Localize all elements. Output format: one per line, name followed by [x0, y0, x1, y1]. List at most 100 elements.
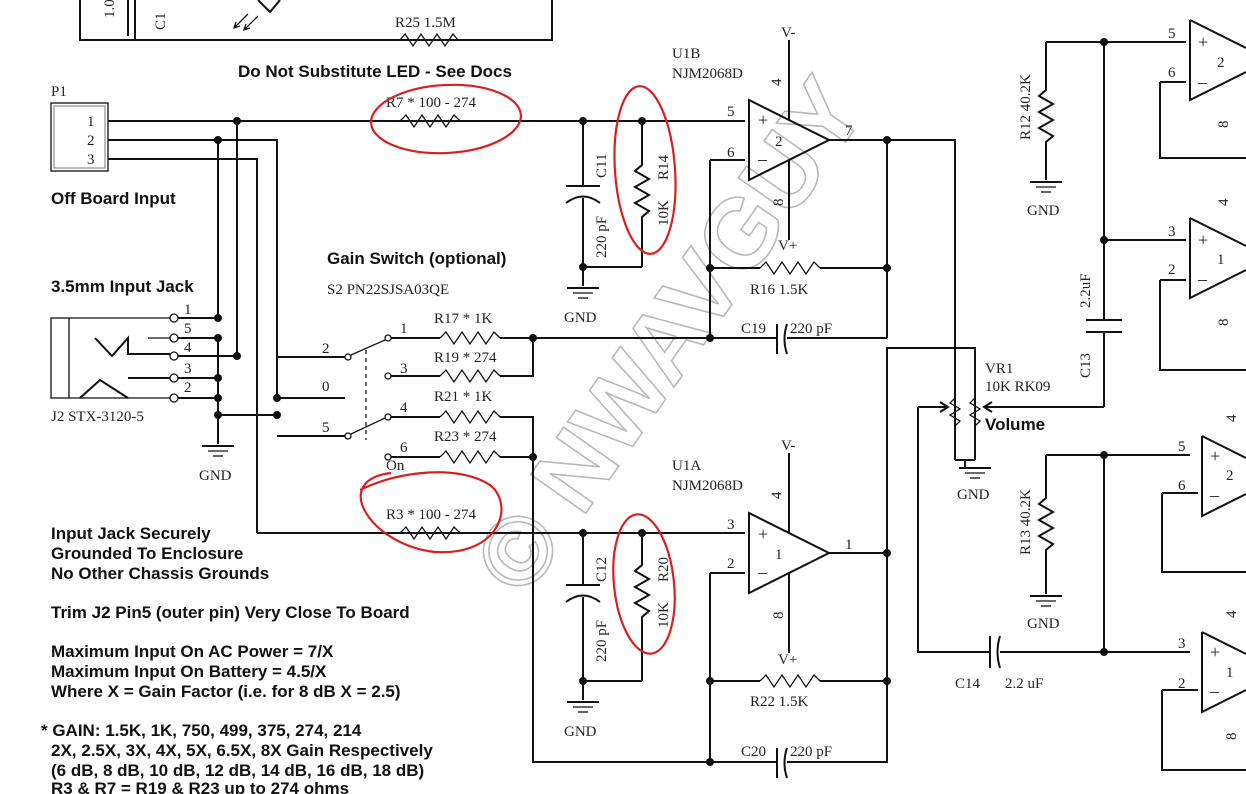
r25-label: R25 1.5M	[395, 15, 456, 31]
svg-text:5: 5	[322, 420, 330, 436]
u1b-opamp: U1B NJM2068D + – 2 5 6 7 V- 4 V+ 8	[672, 25, 853, 254]
gain-switch-note: Gain Switch (optional)	[327, 249, 506, 268]
svg-text:4: 4	[769, 78, 785, 86]
svg-text:2: 2	[727, 556, 735, 572]
svg-text:4: 4	[1224, 414, 1240, 422]
vr1-volume-pot: GND VR1 10K RK09 Volume	[918, 361, 1104, 503]
off-board-note: Off Board Input	[51, 189, 176, 208]
svg-text:3: 3	[1178, 636, 1186, 652]
r20-highlight	[612, 513, 676, 655]
svg-text:4: 4	[400, 400, 408, 416]
svg-text:R20: R20	[656, 557, 672, 582]
svg-text:3: 3	[400, 361, 408, 377]
svg-text:6: 6	[400, 440, 408, 456]
svg-text:–: –	[1197, 269, 1208, 289]
svg-text:2.2uF: 2.2uF	[1078, 273, 1094, 308]
svg-text:6: 6	[1168, 65, 1176, 81]
svg-text:8: 8	[771, 199, 787, 207]
svg-text:GND: GND	[1027, 203, 1060, 219]
r16-label: R16 1.5K	[750, 282, 809, 298]
svg-text:2.2 uF: 2.2 uF	[1005, 676, 1043, 692]
j2-label: J2 STX-3120-5	[51, 409, 144, 425]
svg-text:C14: C14	[955, 676, 981, 692]
svg-text:10K RK09: 10K RK09	[985, 379, 1050, 395]
c11-label: C11	[594, 154, 610, 178]
p1-pin-2: 2	[87, 133, 95, 149]
svg-text:U1A: U1A	[672, 458, 701, 474]
led-note: Do Not Substitute LED - See Docs	[238, 62, 512, 81]
svg-text:3: 3	[727, 517, 735, 533]
svg-text:8: 8	[771, 612, 787, 620]
svg-text:8: 8	[1216, 121, 1232, 129]
svg-text:–: –	[757, 562, 768, 582]
notes-block: Input Jack Securely Grounded To Enclosur…	[41, 524, 433, 794]
svg-text:4: 4	[1216, 198, 1232, 206]
u1b-label: U1B	[672, 46, 700, 62]
svg-text:6: 6	[1178, 478, 1186, 494]
svg-text:–: –	[1209, 485, 1220, 505]
svg-text:R23 * 274: R23 * 274	[434, 429, 497, 445]
svg-text:No Other Chassis Grounds: No Other Chassis Grounds	[51, 564, 269, 583]
svg-text:+: +	[758, 524, 768, 544]
svg-text:Where X = Gain Factor (i.e. fo: Where X = Gain Factor (i.e. for 8 dB X =…	[51, 682, 401, 701]
svg-text:220 pF: 220 pF	[594, 620, 610, 662]
svg-text:+: +	[1210, 642, 1220, 662]
svg-text:4: 4	[769, 491, 785, 499]
svg-text:10K: 10K	[656, 602, 672, 628]
r3-label: R3 * 100 - 274	[386, 507, 477, 523]
svg-text:1: 1	[184, 302, 192, 318]
svg-text:2: 2	[1168, 262, 1176, 278]
svg-text:R3 & R7 = R19 & R23 up to 274: R3 & R7 = R19 & R23 up to 274 ohms	[51, 779, 349, 794]
svg-text:GND: GND	[957, 487, 990, 503]
svg-text:2: 2	[775, 134, 783, 150]
r3-highlight	[359, 471, 503, 554]
svg-text:C19: C19	[741, 321, 766, 337]
svg-text:VR1: VR1	[985, 361, 1013, 377]
svg-text:3: 3	[184, 361, 192, 377]
svg-text:C13: C13	[1078, 353, 1094, 378]
svg-text:R22 1.5K: R22 1.5K	[750, 694, 809, 710]
c1-led-fragment: 1.0 C1 R25 1.5M	[79, 0, 553, 48]
svg-text:V-: V-	[781, 25, 795, 41]
svg-text:* GAIN: 1.5K, 1K, 750, 499, 37: * GAIN: 1.5K, 1K, 750, 499, 375, 274, 21…	[41, 721, 362, 740]
svg-text:5: 5	[1168, 26, 1176, 42]
svg-text:1: 1	[1217, 252, 1225, 268]
svg-text:Grounded To Enclosure: Grounded To Enclosure	[51, 544, 243, 563]
svg-text:5: 5	[184, 321, 192, 337]
svg-text:2: 2	[322, 341, 330, 357]
svg-text:4: 4	[1224, 610, 1240, 618]
svg-text:2: 2	[1217, 55, 1225, 71]
svg-text:1: 1	[845, 537, 853, 553]
svg-text:8: 8	[1216, 319, 1232, 327]
p1-connector: P1 1 2 3 Off Board Input	[50, 84, 176, 208]
svg-text:Trim J2 Pin5 (outer pin) Very: Trim J2 Pin5 (outer pin) Very Close To B…	[51, 603, 410, 622]
jack-note: 3.5mm Input Jack	[51, 277, 194, 296]
gnd-label: GND	[564, 310, 597, 326]
svg-text:5: 5	[1178, 439, 1186, 455]
p1-pin-3: 3	[87, 152, 95, 168]
p1-label: P1	[51, 84, 67, 100]
svg-text:GND: GND	[564, 724, 597, 740]
svg-text:5: 5	[727, 104, 735, 120]
svg-text:6: 6	[727, 145, 735, 161]
svg-text:R12 40.2K: R12 40.2K	[1018, 74, 1034, 140]
svg-text:R19 * 274: R19 * 274	[434, 350, 497, 366]
svg-text:3: 3	[1168, 224, 1176, 240]
r14-label: R14	[656, 154, 672, 180]
svg-text:Maximum Input On AC Power = 7/: Maximum Input On AC Power = 7/X	[51, 642, 334, 661]
svg-text:2: 2	[1226, 468, 1234, 484]
svg-text:–: –	[757, 149, 768, 169]
svg-text:8: 8	[1224, 733, 1240, 741]
svg-text:GND: GND	[1027, 616, 1060, 632]
svg-text:+: +	[1198, 230, 1208, 250]
svg-text:2X, 2.5X, 3X, 4X, 5X, 6.5X, 8X: 2X, 2.5X, 3X, 4X, 5X, 6.5X, 8X Gain Resp…	[51, 741, 433, 760]
svg-text:C12: C12	[594, 557, 610, 582]
right-opamps: +– 2 5 6 8 +– 1 3 2 4 8 +– 2 5 6 4 +– 1 …	[1159, 19, 1246, 771]
svg-text:V+: V+	[778, 652, 797, 668]
svg-text:Maximum Input On Battery = 4.5: Maximum Input On Battery = 4.5/X	[51, 662, 327, 681]
svg-text:220 pF: 220 pF	[790, 321, 832, 337]
svg-text:4: 4	[184, 340, 192, 356]
svg-text:On: On	[386, 458, 405, 474]
svg-text:1: 1	[400, 321, 408, 337]
r7-label: R7 * 100 - 274	[386, 95, 477, 111]
